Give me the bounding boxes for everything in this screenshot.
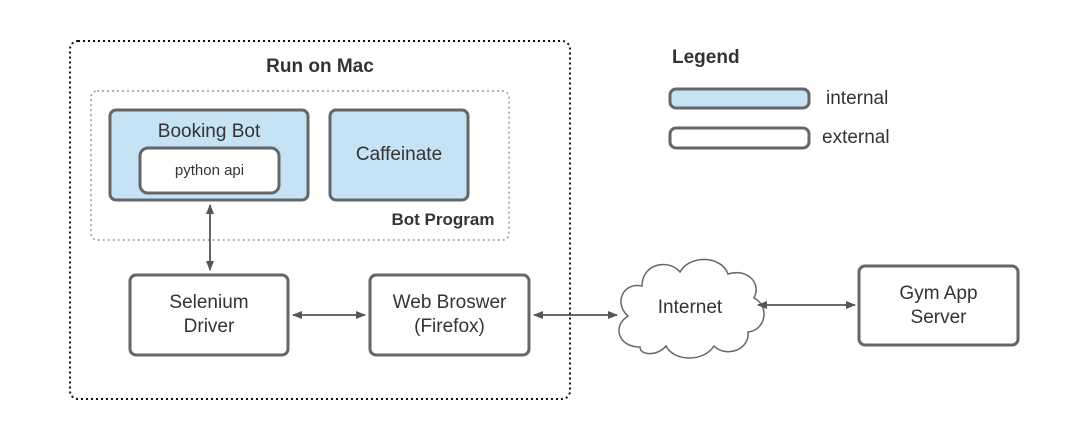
mac-container — [69, 40, 571, 400]
legend-swatch-external — [668, 126, 811, 150]
gym-server-label-line2: Server — [910, 306, 967, 328]
booking-bot-label: Booking Bot — [157, 121, 261, 142]
browser-node — [368, 273, 531, 357]
gym-server-label: Gym App Server — [859, 266, 1018, 345]
legend-label-internal: internal — [826, 88, 889, 109]
legend-label-external: external — [822, 127, 890, 148]
selenium-label: Selenium Driver — [130, 275, 288, 355]
internet-label: Internet — [657, 297, 723, 318]
browser-label-line2: (Firefox) — [414, 316, 485, 337]
selenium-node — [128, 273, 290, 357]
selenium-label-line2: Driver — [183, 316, 235, 337]
gym-server-label-line1: Gym App — [899, 282, 978, 304]
bot-program-title: Bot Program — [391, 210, 495, 229]
legend-swatch-internal — [668, 87, 811, 110]
browser-label: Web Broswer (Firefox) — [370, 275, 529, 355]
browser-label-line1: Web Broswer — [392, 292, 507, 313]
legend-title: Legend — [672, 47, 740, 68]
gym-server-node — [857, 264, 1020, 347]
python-api-node — [138, 146, 281, 195]
python-api-label: python api — [174, 162, 245, 179]
bot-program-group — [90, 90, 510, 241]
caffeinate-node — [328, 108, 470, 202]
internet-cloud — [618, 258, 765, 359]
mac-container-title: Run on Mac — [266, 56, 374, 77]
caffeinate-label: Caffeinate — [355, 144, 443, 165]
selenium-label-line1: Selenium — [169, 292, 249, 313]
